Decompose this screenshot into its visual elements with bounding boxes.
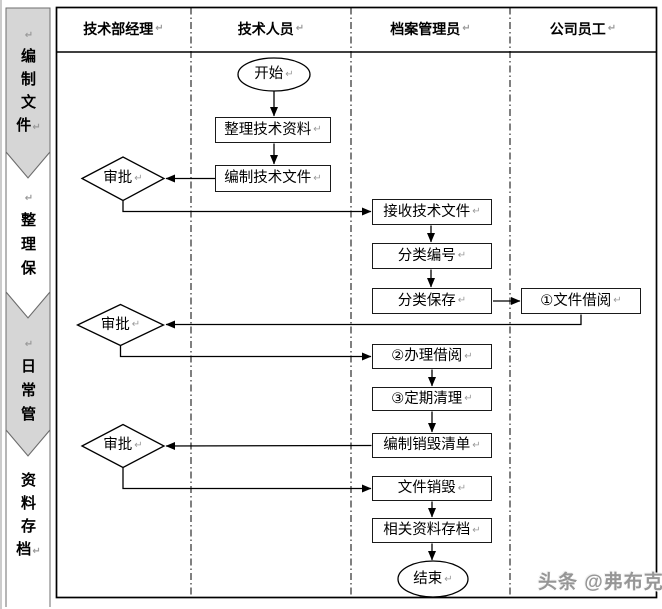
return-mark-icon: ↵ <box>457 250 467 261</box>
return-mark-icon: ↵ <box>285 68 294 80</box>
return-mark-icon: ↵ <box>472 206 481 217</box>
connector-approve1-receive <box>122 201 372 216</box>
node-compile-documents: 编制技术文件↵ <box>215 165 331 192</box>
end-oval-shape <box>397 560 469 598</box>
return-mark-icon: ↵ <box>134 172 143 184</box>
return-mark-icon: ↵ <box>472 524 481 536</box>
lane-header-tech-staff: 技术人员↵ <box>191 14 351 44</box>
lane-header-archive-admin-text: 档案管理员 <box>390 21 461 37</box>
approve-2-diamond <box>75 303 166 347</box>
banner-label-archive-materials: 资料存档↵ <box>16 472 41 558</box>
node-compile-documents-text: 编制技术文件 <box>224 170 312 187</box>
node-organize-materials: 整理技术资料↵ <box>215 117 331 143</box>
return-mark-icon: ↵ <box>464 350 473 362</box>
node-start: 开始↵ <box>238 58 310 91</box>
banner-label-daily-manage: ↵日常管 <box>20 339 36 424</box>
node-archive-materials-text: 相关资料存档 <box>383 522 471 539</box>
return-mark-icon: ↵ <box>457 482 467 494</box>
node-approve-1-text: 审批 <box>103 170 133 187</box>
lane-header-tech-manager-text: 技术部经理 <box>83 21 154 37</box>
node-classify-store-text: 分类保存 <box>397 292 456 309</box>
node-periodic-cleanup-text: ③定期清理 <box>391 390 463 407</box>
return-mark-icon: ↵ <box>131 319 141 330</box>
connector-destroylist-approve3 <box>165 441 372 450</box>
banner-chevron-4-outline <box>5 428 51 607</box>
connector-approve2-handle <box>119 346 372 361</box>
approve-1-diamond <box>80 156 166 202</box>
node-handle-borrow: ②办理借阅↵ <box>372 344 492 369</box>
node-file-borrow: ①文件借阅↵ <box>521 288 641 314</box>
node-handle-borrow-text: ②办理借阅 <box>391 348 463 365</box>
node-archive-materials: 相关资料存档↵ <box>372 518 492 543</box>
node-destroy-files-text: 文件销毁 <box>397 480 456 497</box>
lane-header-archive-admin: 档案管理员↵ <box>351 14 510 44</box>
return-mark-icon: ↵ <box>613 295 622 306</box>
node-classify-number-text: 分类编号 <box>397 247 456 264</box>
node-file-borrow-text: ①文件借阅 <box>540 292 612 309</box>
return-mark-icon: ↵ <box>444 573 453 585</box>
return-mark-icon: ↵ <box>155 23 164 34</box>
lane-header-company-staff-text: 公司员工 <box>549 21 606 37</box>
node-periodic-cleanup: ③定期清理↵ <box>372 387 492 411</box>
return-mark-icon: ↵ <box>313 124 322 135</box>
banner-label-organize-keep: ↵整理保 <box>20 193 36 278</box>
connector-approve3-destroy <box>122 468 372 493</box>
node-classify-store: 分类保存↵ <box>372 288 492 314</box>
banner-label-compile-documents: ↵编制文件↵ <box>16 30 41 135</box>
node-destroy-list-text: 编制销毁清单 <box>383 437 471 454</box>
node-start-text: 开始 <box>254 66 284 83</box>
return-mark-icon: ↵ <box>472 439 481 451</box>
return-mark-icon: ↵ <box>295 23 305 34</box>
lane-header-company-staff: 公司员工↵ <box>510 14 656 44</box>
banner-chevron-4 <box>6 430 50 607</box>
node-receive-documents: 接收技术文件↵ <box>372 199 492 225</box>
node-destroy-files: 文件销毁↵ <box>372 476 492 501</box>
lane-header-tech-manager: 技术部经理↵ <box>56 14 191 44</box>
return-mark-icon: ↵ <box>134 439 143 451</box>
connector-borrow-approve2 <box>165 314 582 329</box>
node-destroy-list: 编制销毁清单↵ <box>372 433 492 458</box>
node-approve-3: 审批↵ <box>82 424 164 467</box>
return-mark-icon: ↵ <box>607 23 617 34</box>
node-approve-1: 审批↵ <box>82 157 164 200</box>
return-mark-icon: ↵ <box>464 393 473 404</box>
node-organize-materials-text: 整理技术资料 <box>224 121 312 138</box>
approve-3-diamond <box>80 423 166 469</box>
watermark-text: 头条 @弗布克 <box>538 572 662 593</box>
node-approve-3-text: 审批 <box>103 437 133 454</box>
table-frame <box>55 6 658 599</box>
return-mark-icon: ↵ <box>313 172 322 184</box>
page-edge-strip <box>0 0 2 609</box>
node-classify-number: 分类编号↵ <box>372 243 492 269</box>
node-end: 结束↵ <box>398 561 468 598</box>
node-end-text: 结束 <box>413 571 443 588</box>
lane-header-tech-staff-text: 技术人员 <box>237 21 294 37</box>
return-mark-icon: ↵ <box>462 23 471 34</box>
node-approve-2-text: 审批 <box>100 316 130 333</box>
node-receive-documents-text: 接收技术文件 <box>383 203 471 220</box>
return-mark-icon: ↵ <box>457 295 467 306</box>
node-approve-2: 审批↵ <box>77 304 164 346</box>
